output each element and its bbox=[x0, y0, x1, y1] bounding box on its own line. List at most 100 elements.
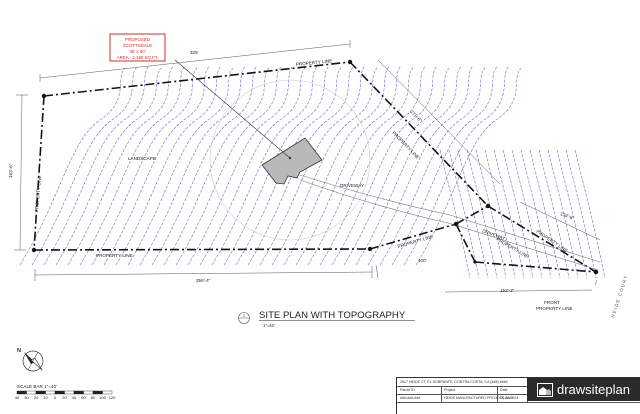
scale-bar-segment bbox=[45, 390, 56, 395]
contour-line bbox=[475, 149, 507, 279]
contour-line bbox=[307, 67, 414, 266]
scale-bar bbox=[16, 390, 113, 395]
dim-right-lower: 134'-8" bbox=[560, 211, 575, 221]
label-front-2: PROPERTY LINE bbox=[536, 306, 573, 311]
contour-line bbox=[91, 67, 198, 266]
contour-line bbox=[520, 149, 552, 279]
contour-line bbox=[439, 149, 471, 279]
label-property-line-top: PROPERTY LINE bbox=[296, 58, 333, 67]
title-block-parcel-label: Parcel ID bbox=[400, 388, 415, 392]
house-logo-icon bbox=[537, 382, 553, 397]
contour-line bbox=[367, 65, 474, 266]
callout-line-2: SCOTTSDALE bbox=[123, 43, 152, 48]
title-block-parcel-value: ###-###-### bbox=[400, 396, 421, 400]
scale-bar-segment bbox=[73, 390, 84, 395]
scale-bar-tick-label: 20 bbox=[62, 395, 67, 400]
contour-line bbox=[175, 66, 282, 266]
contour-line bbox=[502, 149, 534, 279]
dim-top: 325' bbox=[190, 50, 199, 55]
contour-line bbox=[355, 66, 462, 266]
scale-bar-tick-label: 30 bbox=[24, 395, 29, 400]
contour-line bbox=[259, 65, 366, 266]
scale-bar-segment bbox=[26, 390, 37, 395]
label-property-line-far-right: PROPERTY LINE bbox=[535, 229, 568, 254]
contour-line bbox=[199, 67, 306, 266]
contour-line bbox=[151, 65, 258, 266]
dim-bottom: 356'-4" bbox=[196, 278, 211, 283]
scale-bar-segment bbox=[16, 390, 27, 395]
label-property-line-right: PROPERTY LINE bbox=[391, 130, 420, 160]
contour-line bbox=[565, 149, 597, 279]
contour-line bbox=[271, 67, 378, 266]
title-block-date-value: 09-20-2024 bbox=[500, 396, 519, 400]
contour-line bbox=[211, 66, 318, 266]
contour-line bbox=[547, 149, 579, 279]
contour-line bbox=[343, 67, 450, 266]
contour-line bbox=[511, 149, 543, 279]
scale-bar-tick-label: 0 bbox=[54, 395, 57, 400]
contour-line bbox=[574, 149, 606, 279]
title-block-date-label: Date bbox=[500, 388, 508, 392]
house-callout-box bbox=[109, 33, 166, 62]
drawing-title: SITE PLAN WITH TOPOGRAPHY bbox=[259, 310, 406, 321]
title-block-project-label: Project bbox=[444, 388, 456, 392]
label-front-1: FRONT bbox=[544, 300, 560, 305]
scale-bar-segment bbox=[35, 390, 46, 395]
contour-line bbox=[538, 149, 570, 279]
contour-line bbox=[127, 67, 234, 266]
contour-line bbox=[379, 67, 486, 266]
contour-line bbox=[529, 149, 561, 279]
scale-bar-tick-label: 10 bbox=[43, 395, 48, 400]
brand-name: drawsiteplan bbox=[557, 382, 630, 397]
proposed-house bbox=[261, 137, 323, 185]
contour-line bbox=[493, 149, 525, 279]
contour-line bbox=[31, 66, 138, 266]
contour-line bbox=[484, 149, 516, 279]
dim-bottom-right: 152'-2" bbox=[500, 288, 515, 293]
contour-line bbox=[295, 65, 402, 266]
contour-line bbox=[139, 66, 246, 266]
contour-line bbox=[67, 66, 174, 266]
scale-bar-segment bbox=[102, 390, 113, 395]
brand-logo: drawsiteplan bbox=[527, 378, 640, 401]
scale-bar-segment bbox=[54, 390, 65, 395]
contour-line bbox=[235, 67, 342, 266]
callout-line-1: PROPOSED bbox=[125, 37, 150, 42]
driveway-outline bbox=[299, 174, 601, 271]
property-lines bbox=[33, 61, 597, 273]
contour-line bbox=[391, 66, 498, 266]
scale-bar-tick-label: 40 bbox=[15, 395, 20, 400]
contour-line bbox=[283, 66, 390, 266]
scale-bar-segment bbox=[83, 390, 94, 395]
label-property-line-bottom: PROPERTY LINE bbox=[96, 253, 133, 258]
contour-line bbox=[331, 65, 438, 266]
contour-line bbox=[457, 149, 489, 279]
contour-line bbox=[415, 67, 522, 266]
contour-line bbox=[187, 65, 294, 266]
scale-bar-segment bbox=[64, 390, 75, 395]
title-block-address: 2617 HEIDE CT, EL SOBRANTE, CONTRA COSTA… bbox=[400, 380, 508, 384]
callout-line-3: 36' x 60' bbox=[129, 49, 145, 54]
contour-line bbox=[466, 149, 498, 279]
label-property-line-left: PROPERTY LINE bbox=[34, 175, 42, 212]
contour-line bbox=[103, 66, 210, 266]
view-number: 1 bbox=[243, 313, 246, 318]
scale-bar-tick-label: 20 bbox=[34, 395, 39, 400]
drawing-scale: 1"=40' bbox=[263, 323, 275, 328]
contour-line bbox=[19, 67, 126, 266]
contour-line bbox=[448, 149, 480, 279]
title-block-project-value: HEIDE MANUFACTURED PROJECT, ANO bbox=[444, 396, 513, 400]
scale-bar-segment bbox=[92, 390, 103, 395]
north-label: N bbox=[17, 348, 21, 354]
contour-line bbox=[403, 65, 510, 266]
contour-line bbox=[79, 65, 186, 266]
callout-line-4: AREA - 2,160 SQ.FT. bbox=[117, 55, 158, 60]
contour-line bbox=[556, 149, 588, 279]
property-corners bbox=[31, 59, 599, 275]
dim-left: 163'-6" bbox=[8, 163, 14, 178]
scale-bar-tick-label: 40 bbox=[72, 395, 77, 400]
contour-line bbox=[55, 67, 162, 266]
dimension-lines bbox=[14, 40, 601, 293]
